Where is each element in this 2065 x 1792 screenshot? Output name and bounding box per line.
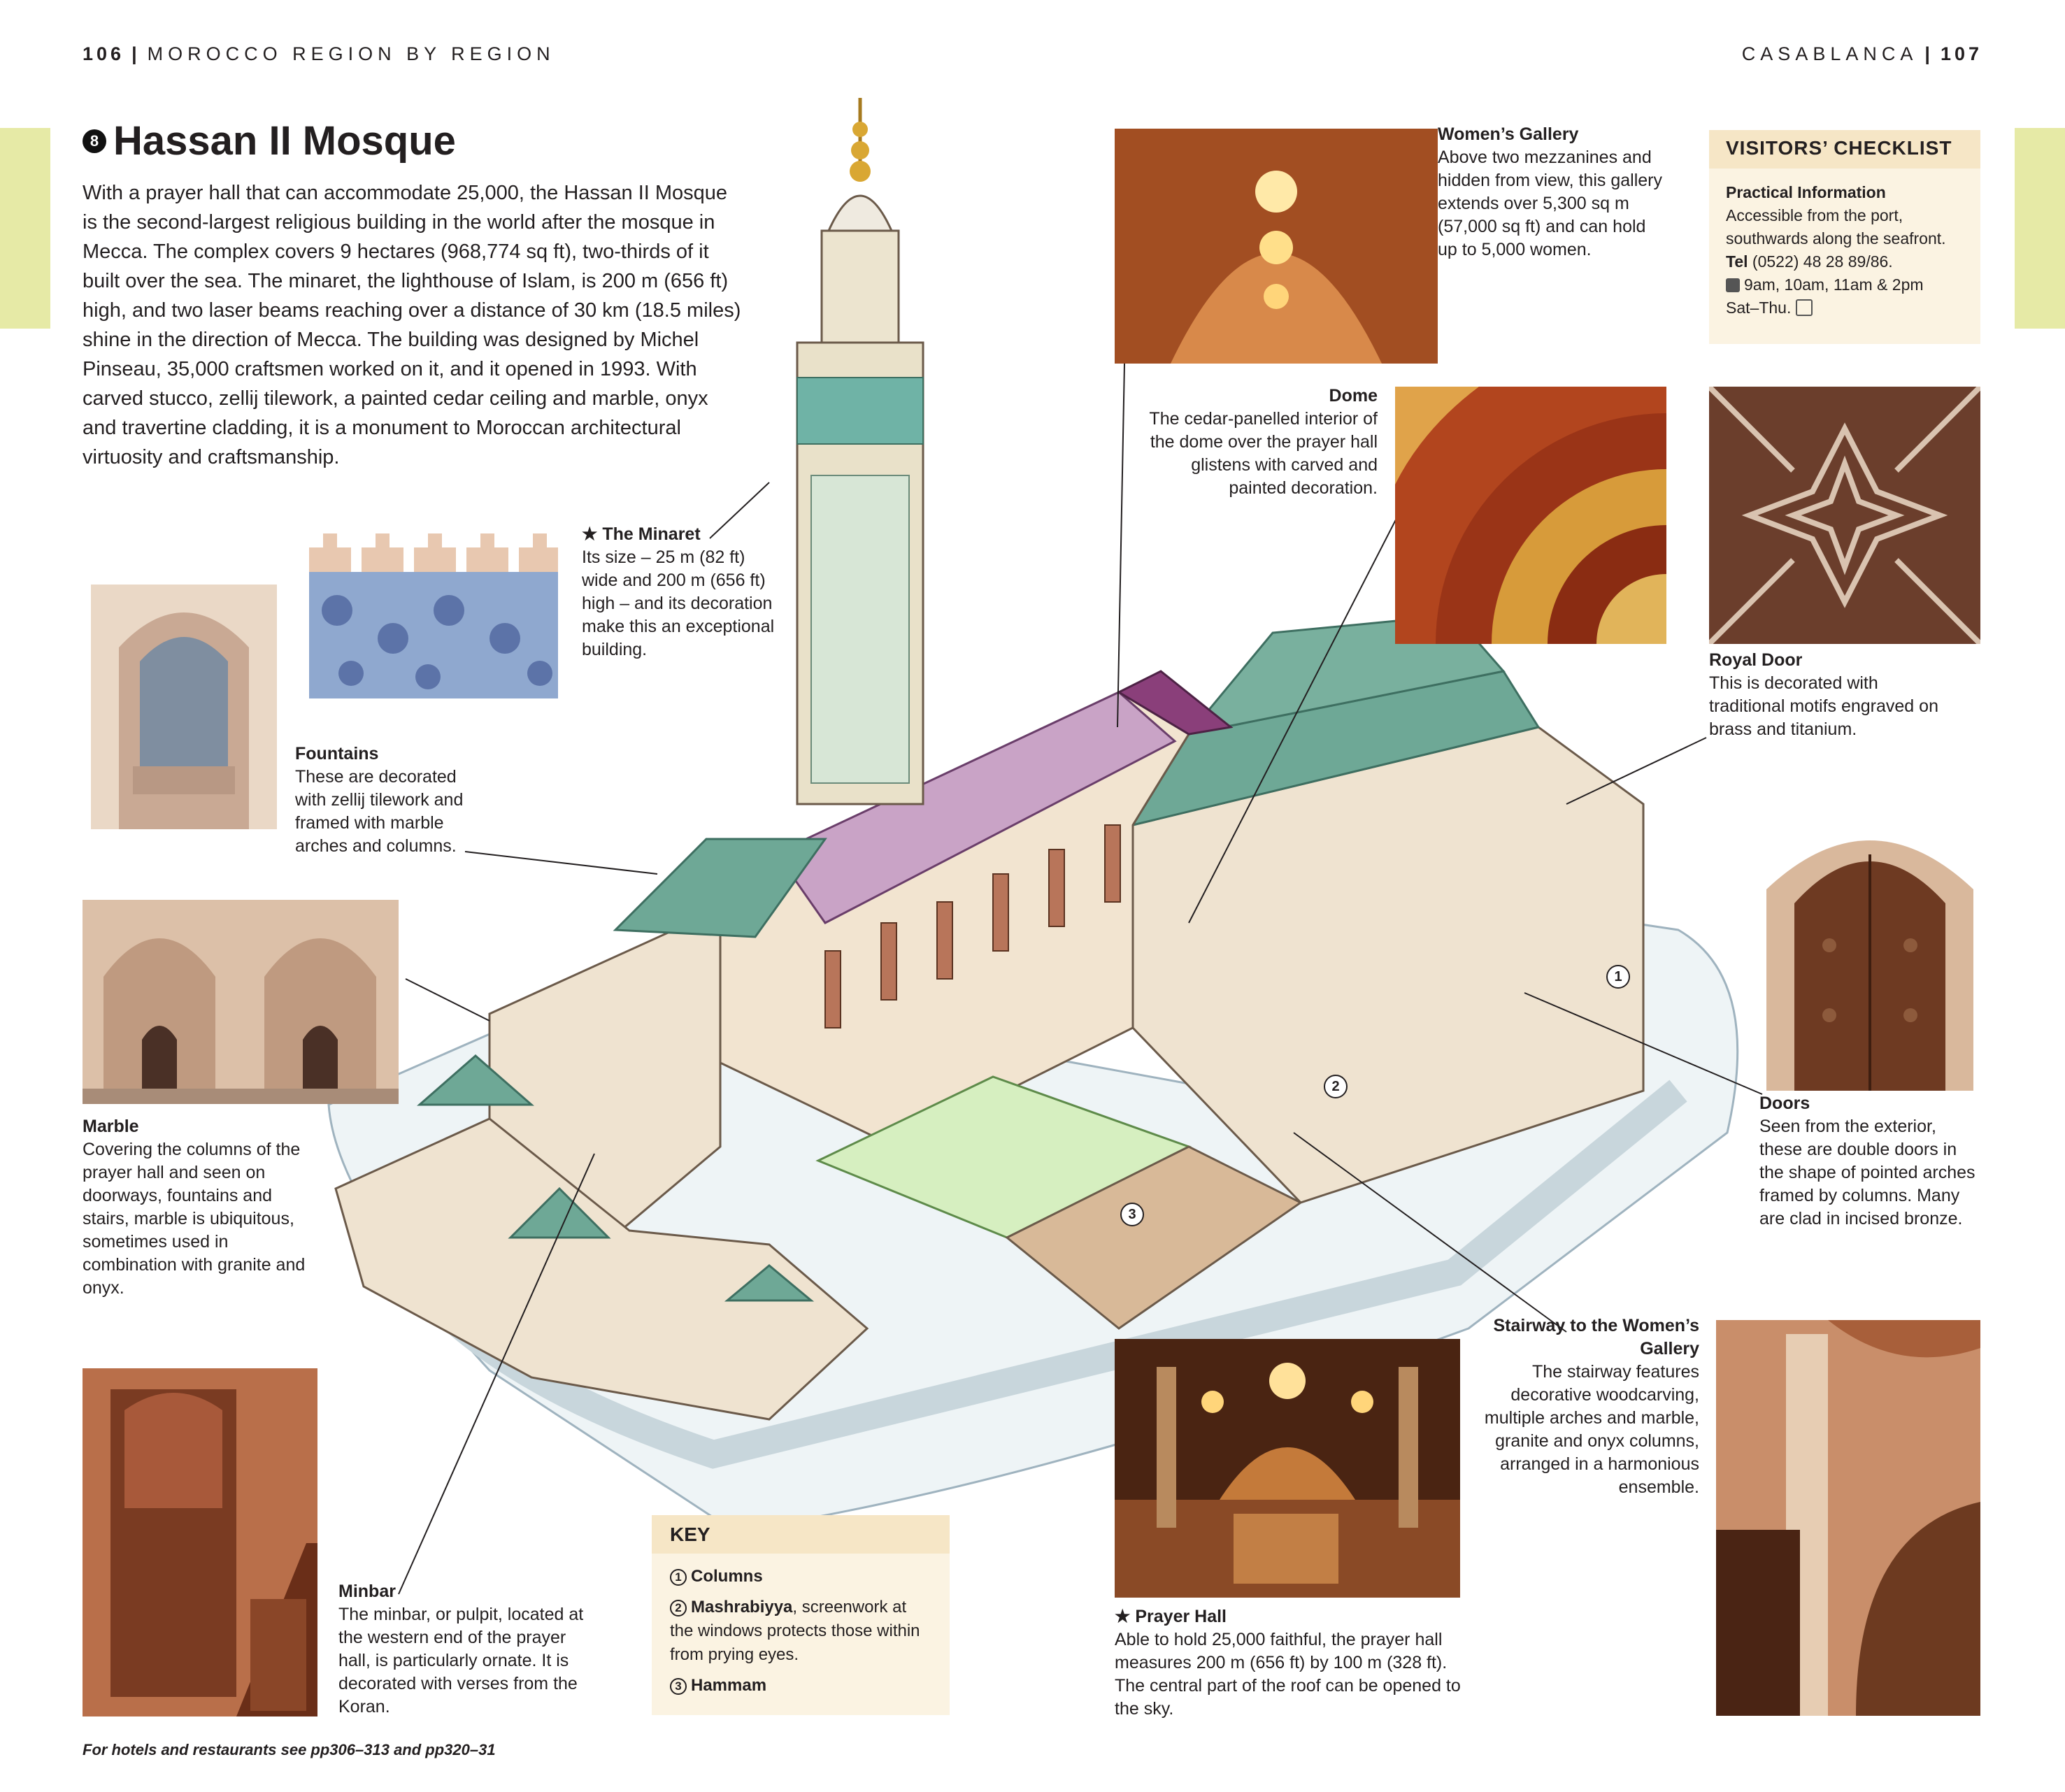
caption-stairway-title: Stairway to the Women’s Gallery [1493, 1316, 1699, 1359]
marker-hammam: 3 [1120, 1203, 1144, 1226]
checklist-days-row: Sat–Thu. [1726, 296, 1964, 320]
caption-womens-gallery-text: Above two mezzanines and hidden from vie… [1438, 148, 1662, 259]
thumb-tab-right [2015, 128, 2065, 329]
zellij-tile-photo [309, 533, 558, 698]
intro-paragraph: With a prayer hall that can accommodate … [83, 182, 741, 468]
visitors-checklist: VISITORS’ CHECKLIST Practical Informatio… [1709, 130, 1980, 344]
caption-dome-title: Dome [1329, 386, 1378, 406]
dome-photo [1395, 387, 1666, 644]
caption-marble: Marble Covering the columns of the praye… [83, 1115, 313, 1300]
tel-number: (0522) 48 28 89/86. [1752, 252, 1893, 271]
checklist-heading: VISITORS’ CHECKLIST [1709, 130, 1980, 169]
caption-doors-title: Doors [1759, 1094, 1810, 1113]
caption-stairway-text: The stairway features decorative woodcar… [1484, 1362, 1699, 1497]
checklist-access: Accessible from the port, southwards alo… [1726, 206, 1946, 248]
checklist-hours-row: 9am, 10am, 11am & 2pm [1726, 273, 1964, 296]
prayer-hall-photo [1115, 1339, 1460, 1598]
opening-days: Sat–Thu. [1726, 299, 1792, 317]
thumb-tab-left [0, 128, 50, 329]
caption-womens-gallery: Women’s Gallery Above two mezzanines and… [1438, 123, 1669, 261]
checklist-tel-row: Tel (0522) 48 28 89/86. [1726, 250, 1964, 273]
caption-prayer-hall-text: Able to hold 25,000 faithful, the prayer… [1115, 1630, 1461, 1719]
title-text: Hassan II Mosque [113, 118, 456, 164]
entry-number: 8 [83, 129, 106, 153]
caption-minaret: ★ The Minaret Its size – 25 m (82 ft) wi… [582, 523, 778, 661]
marker-mashrabiyya: 2 [1324, 1075, 1348, 1098]
running-header-right: CASABLANCA|107 [1741, 43, 1982, 64]
caption-minbar-text: The minbar, or pulpit, located at the we… [338, 1605, 584, 1716]
caption-fountains-text: These are decorated with zellij tilework… [295, 767, 464, 856]
caption-marble-text: Covering the columns of the prayer hall … [83, 1140, 306, 1298]
caption-minbar-title: Minbar [338, 1582, 396, 1601]
caption-stairway: Stairway to the Women’s Gallery The stai… [1482, 1314, 1699, 1499]
page-number-right: 107 [1940, 43, 1982, 64]
running-header-left: 106|MOROCCO REGION BY REGION [83, 43, 555, 64]
page-title: 8 Hassan II Mosque [83, 117, 456, 164]
marker-columns: 1 [1606, 965, 1630, 989]
caption-doors-text: Seen from the exterior, these are double… [1759, 1117, 1975, 1228]
section-title-left: MOROCCO REGION BY REGION [147, 43, 555, 64]
minbar-photo [83, 1368, 317, 1716]
stairway-photo [1716, 1320, 1980, 1716]
caption-womens-gallery-title: Women’s Gallery [1438, 124, 1579, 144]
royal-door-photo [1709, 387, 1980, 644]
fountain-photo [91, 585, 277, 829]
key-heading: KEY [652, 1515, 950, 1554]
checklist-subheading: Practical Information [1726, 183, 1886, 201]
caption-fountains-title: Fountains [295, 744, 379, 764]
caption-minaret-text: Its size – 25 m (82 ft) wide and 200 m (… [582, 547, 775, 659]
caption-royal-door-text: This is decorated with traditional motif… [1709, 673, 1938, 739]
caption-prayer-hall: ★ Prayer Hall Able to hold 25,000 faithf… [1115, 1605, 1478, 1721]
section-title-right: CASABLANCA [1741, 43, 1918, 64]
caption-marble-title: Marble [83, 1117, 139, 1136]
doors-photo [1759, 805, 1980, 1091]
page-number-left: 106 [83, 43, 125, 64]
marble-photo [83, 900, 399, 1104]
caption-royal-door: Royal Door This is decorated with tradit… [1709, 649, 1947, 741]
tel-label: Tel [1726, 252, 1748, 271]
caption-fountains: Fountains These are decorated with zelli… [295, 743, 484, 858]
caption-minbar: Minbar The minbar, or pulpit, located at… [338, 1580, 590, 1719]
guided-tour-icon [1795, 299, 1813, 316]
caption-dome-text: The cedar-panelled interior of the dome … [1149, 409, 1378, 498]
caption-doors: Doors Seen from the exterior, these are … [1759, 1092, 1983, 1231]
caption-prayer-hall-title: ★ Prayer Hall [1115, 1607, 1227, 1626]
caption-dome: Dome The cedar-panelled interior of the … [1133, 385, 1378, 500]
opening-hours: 9am, 10am, 11am & 2pm [1744, 275, 1924, 294]
womens-gallery-photo [1115, 129, 1438, 364]
caption-minaret-title: ★ The Minaret [582, 524, 701, 544]
caption-royal-door-title: Royal Door [1709, 650, 1803, 670]
open-hours-icon [1726, 278, 1740, 292]
footer-crossref: For hotels and restaurants see pp306–313… [83, 1741, 496, 1758]
